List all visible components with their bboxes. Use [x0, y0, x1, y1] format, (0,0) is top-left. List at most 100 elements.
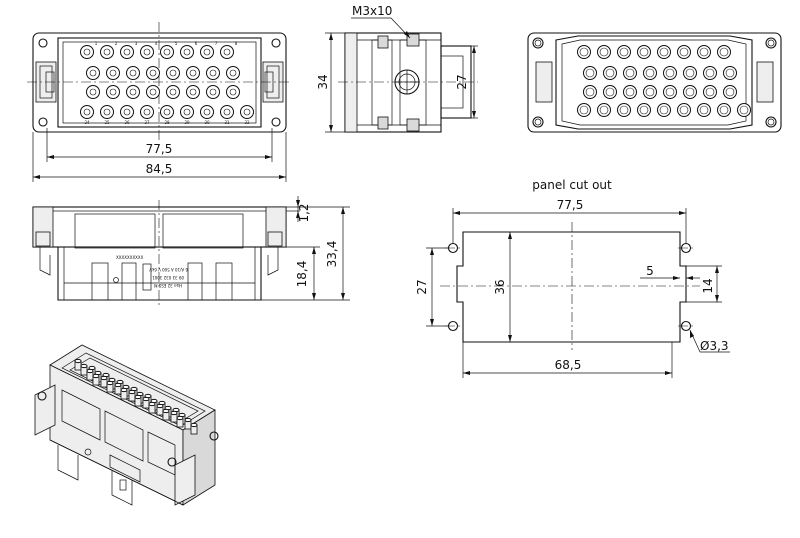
- iso-pin-top: [148, 401, 156, 407]
- front-pin: [140, 45, 154, 59]
- pin-label: 1: [95, 41, 98, 46]
- front-pin: [86, 85, 100, 99]
- front-pin-core: [189, 69, 197, 77]
- back-pin-core: [705, 68, 715, 78]
- screw-label: M3x10: [352, 4, 392, 18]
- back-pin-core: [605, 68, 615, 78]
- back-pin: [577, 45, 591, 59]
- back-pin: [643, 85, 657, 99]
- front-pin: [240, 105, 254, 119]
- front-pin-core: [203, 48, 211, 56]
- front-pin: [180, 105, 194, 119]
- back-pin: [723, 85, 737, 99]
- back-pin-core: [639, 105, 649, 115]
- front-pin-core: [109, 69, 117, 77]
- back-pin-core: [699, 47, 709, 57]
- front-pin-core: [109, 88, 117, 96]
- front-pin-core: [229, 88, 237, 96]
- front-pin: [120, 105, 134, 119]
- back-pin: [683, 66, 697, 80]
- dim-label-front-height: 33,4: [325, 241, 339, 268]
- front-pin-core: [149, 88, 157, 96]
- back-pin-grid: [577, 45, 751, 117]
- front-pin-core: [223, 48, 231, 56]
- back-pin: [703, 66, 717, 80]
- front-pin-core: [183, 48, 191, 56]
- pin-label: 31: [224, 120, 230, 125]
- dim-label-side-height: 34: [316, 74, 330, 89]
- back-pin-core: [665, 68, 675, 78]
- front-pin-core: [223, 108, 231, 116]
- pin-label: 6: [195, 41, 198, 46]
- front-pin-grid: [80, 45, 254, 119]
- iso-pin-top: [162, 408, 170, 414]
- pin-label: 7: [215, 41, 218, 46]
- back-pin: [737, 103, 751, 117]
- back-pin-core: [685, 87, 695, 97]
- panel-dim-hole-vertical: 27: [415, 279, 429, 294]
- back-pin-core: [699, 105, 709, 115]
- back-pin-core: [645, 87, 655, 97]
- panel-title: panel cut out: [532, 178, 612, 192]
- front-pin: [100, 45, 114, 59]
- dim-side-height: 34: [316, 32, 345, 133]
- pin-label: 24: [84, 120, 90, 125]
- back-pin: [657, 45, 671, 59]
- pin-label: 8: [235, 41, 238, 46]
- dim-label-width-inner: 77,5: [146, 142, 173, 156]
- front-pin-core: [103, 108, 111, 116]
- front-pin-core: [243, 108, 251, 116]
- back-pin: [603, 85, 617, 99]
- back-pin-core: [719, 47, 729, 57]
- front-pin: [140, 105, 154, 119]
- back-pin: [703, 85, 717, 99]
- panel-cutout-view: panel cut out: [440, 178, 700, 350]
- panel-dim-notch-depth: 5: [646, 264, 654, 278]
- back-pin: [637, 103, 651, 117]
- front-pin: [186, 85, 200, 99]
- front-pin-core: [169, 88, 177, 96]
- back-pin-core: [619, 47, 629, 57]
- back-pin: [617, 45, 631, 59]
- pin-label: 32: [244, 120, 250, 125]
- pin-label: 29: [184, 120, 190, 125]
- back-pin-core: [725, 87, 735, 97]
- iso-pin-top: [74, 358, 82, 364]
- part-number-label: 09 33 032 3001: [152, 275, 184, 280]
- pin-label: 27: [144, 120, 150, 125]
- back-pin-core: [739, 105, 749, 115]
- front-pin-core: [149, 69, 157, 77]
- front-pin-core: [123, 108, 131, 116]
- panel-dim-width: 77,5: [557, 198, 584, 212]
- rating-label: 6 A/10 A 500 V 6kV: [149, 267, 188, 272]
- dim-width-inner: 77,5: [46, 128, 273, 162]
- iso-pin-top: [86, 368, 94, 374]
- back-pin-core: [679, 105, 689, 115]
- front-pin-core: [183, 108, 191, 116]
- front-pin: [220, 45, 234, 59]
- series-label: Han 32 ESS M: [153, 283, 182, 288]
- front-pin: [146, 85, 160, 99]
- back-pin-core: [639, 47, 649, 57]
- iso-pin-top: [170, 410, 178, 416]
- front-pin-core: [169, 69, 177, 77]
- iso-pin-top: [190, 422, 198, 428]
- back-pin-core: [605, 87, 615, 97]
- back-pin-core: [599, 105, 609, 115]
- back-pin-core: [579, 105, 589, 115]
- back-pin-core: [585, 87, 595, 97]
- front-elevation-view: XXXXXXXXXX 6 A/10 A 500 V 6kV 09 33 032 …: [32, 200, 287, 306]
- iso-pin-top: [176, 415, 184, 421]
- back-pin: [577, 103, 591, 117]
- back-pin-core: [719, 105, 729, 115]
- front-pin-core: [203, 108, 211, 116]
- front-pin-core: [89, 88, 97, 96]
- panel-dim-height: 36: [493, 279, 507, 294]
- back-pin: [623, 85, 637, 99]
- isometric-view: [34, 344, 219, 506]
- iso-pin-top: [120, 387, 128, 393]
- dim-label-width-outer: 84,5: [146, 162, 173, 176]
